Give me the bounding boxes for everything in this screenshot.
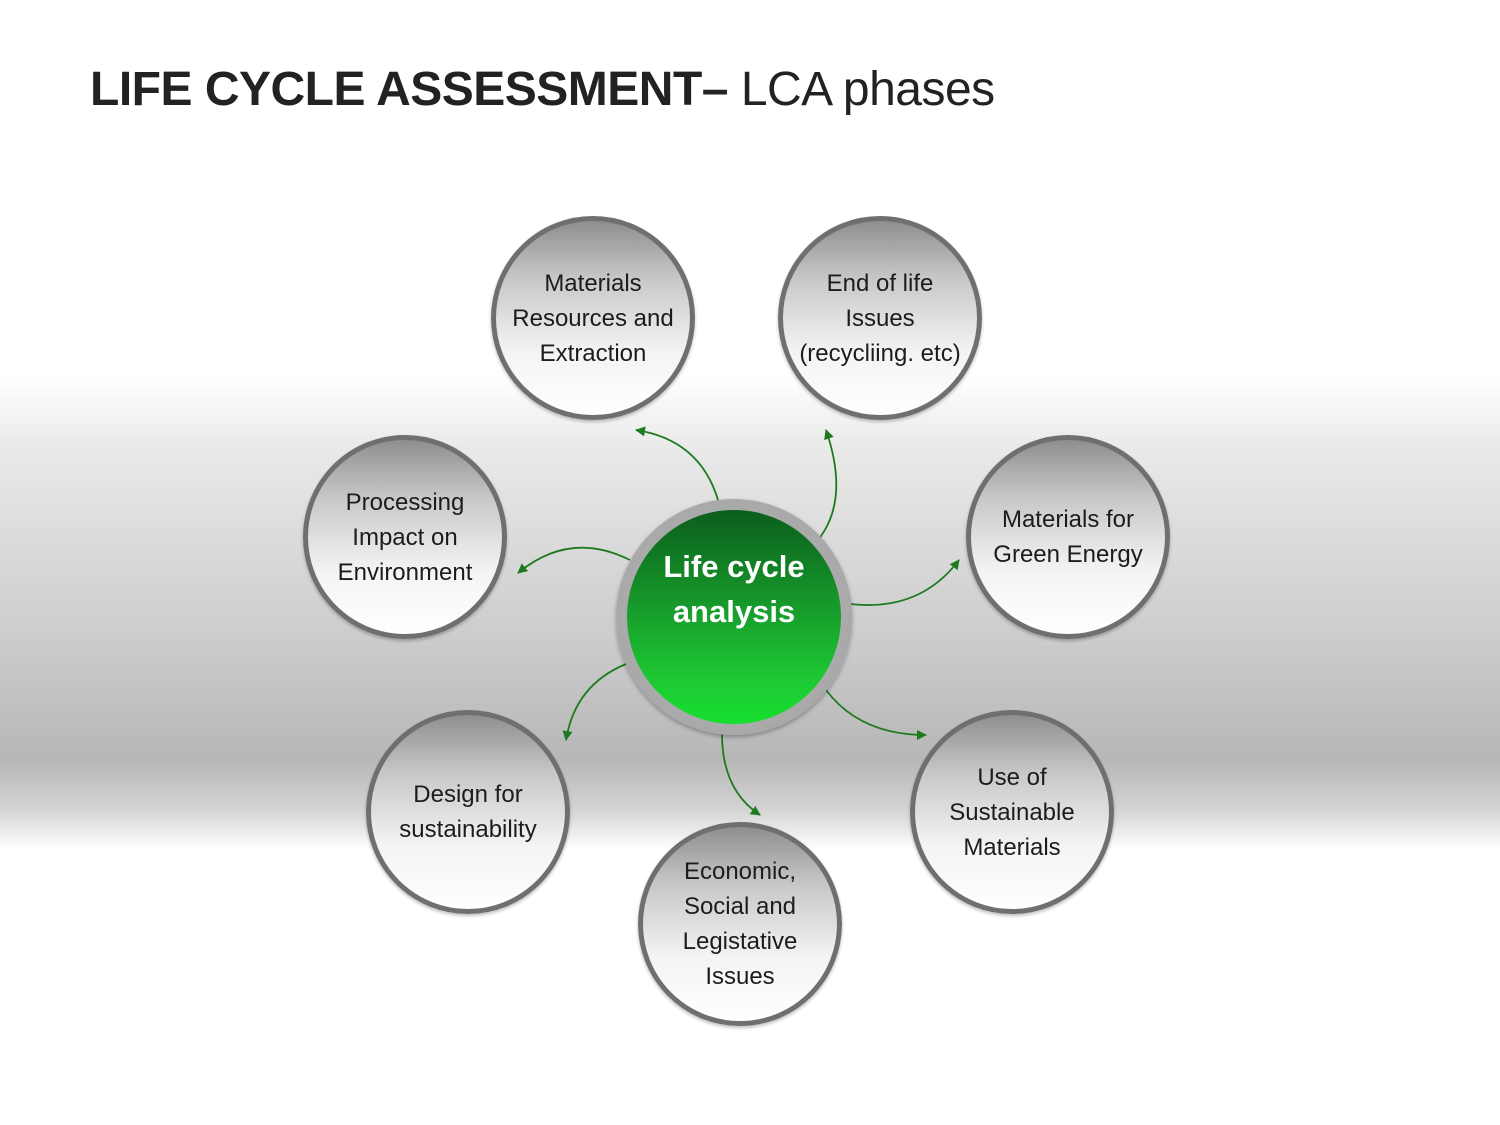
node-economic-social: Economic, Social and Legistative Issues [638,822,842,1026]
node-design-sustainability: Design for sustainability [366,710,570,914]
center-node: Life cycle analysis [627,510,841,724]
arrow-to-design-sustainability [562,663,627,741]
node-green-energy: Materials for Green Energy [966,435,1170,639]
node-label: Materials Resources and Extraction [512,269,674,367]
node-materials-resources: Materials Resources and Extraction [491,216,695,420]
arrow-to-end-of-life [817,429,838,541]
center-label: Life cycle analysis [663,549,805,629]
node-label: End of life Issues (recycliing. etc) [799,269,961,367]
arrow-to-green-energy [849,559,960,606]
arrow-to-sustainable-materials [825,689,927,740]
node-label: Materials for Green Energy [993,506,1143,568]
node-sustainable-materials: Use of Sustainable Materials [910,710,1114,914]
title-sub: LCA phases [727,63,995,116]
arrow-to-processing-impact [517,546,631,574]
node-label: Processing Impact on Environment [337,488,473,586]
node-label: Use of Sustainable Materials [949,763,1075,861]
node-processing-impact: Processing Impact on Environment [303,435,507,639]
node-end-of-life: End of life Issues (recycliing. etc) [778,216,982,420]
title-main: LIFE CYCLE ASSESSMENT– [90,63,728,116]
node-label: Design for sustainability [399,781,537,843]
arrow-to-economic-social [721,733,761,816]
node-label: Economic, Social and Legistative Issues [682,858,798,990]
arrow-to-materials-resources [635,426,719,501]
page-title: LIFE CYCLE ASSESSMENT– LCA phases [90,62,995,117]
